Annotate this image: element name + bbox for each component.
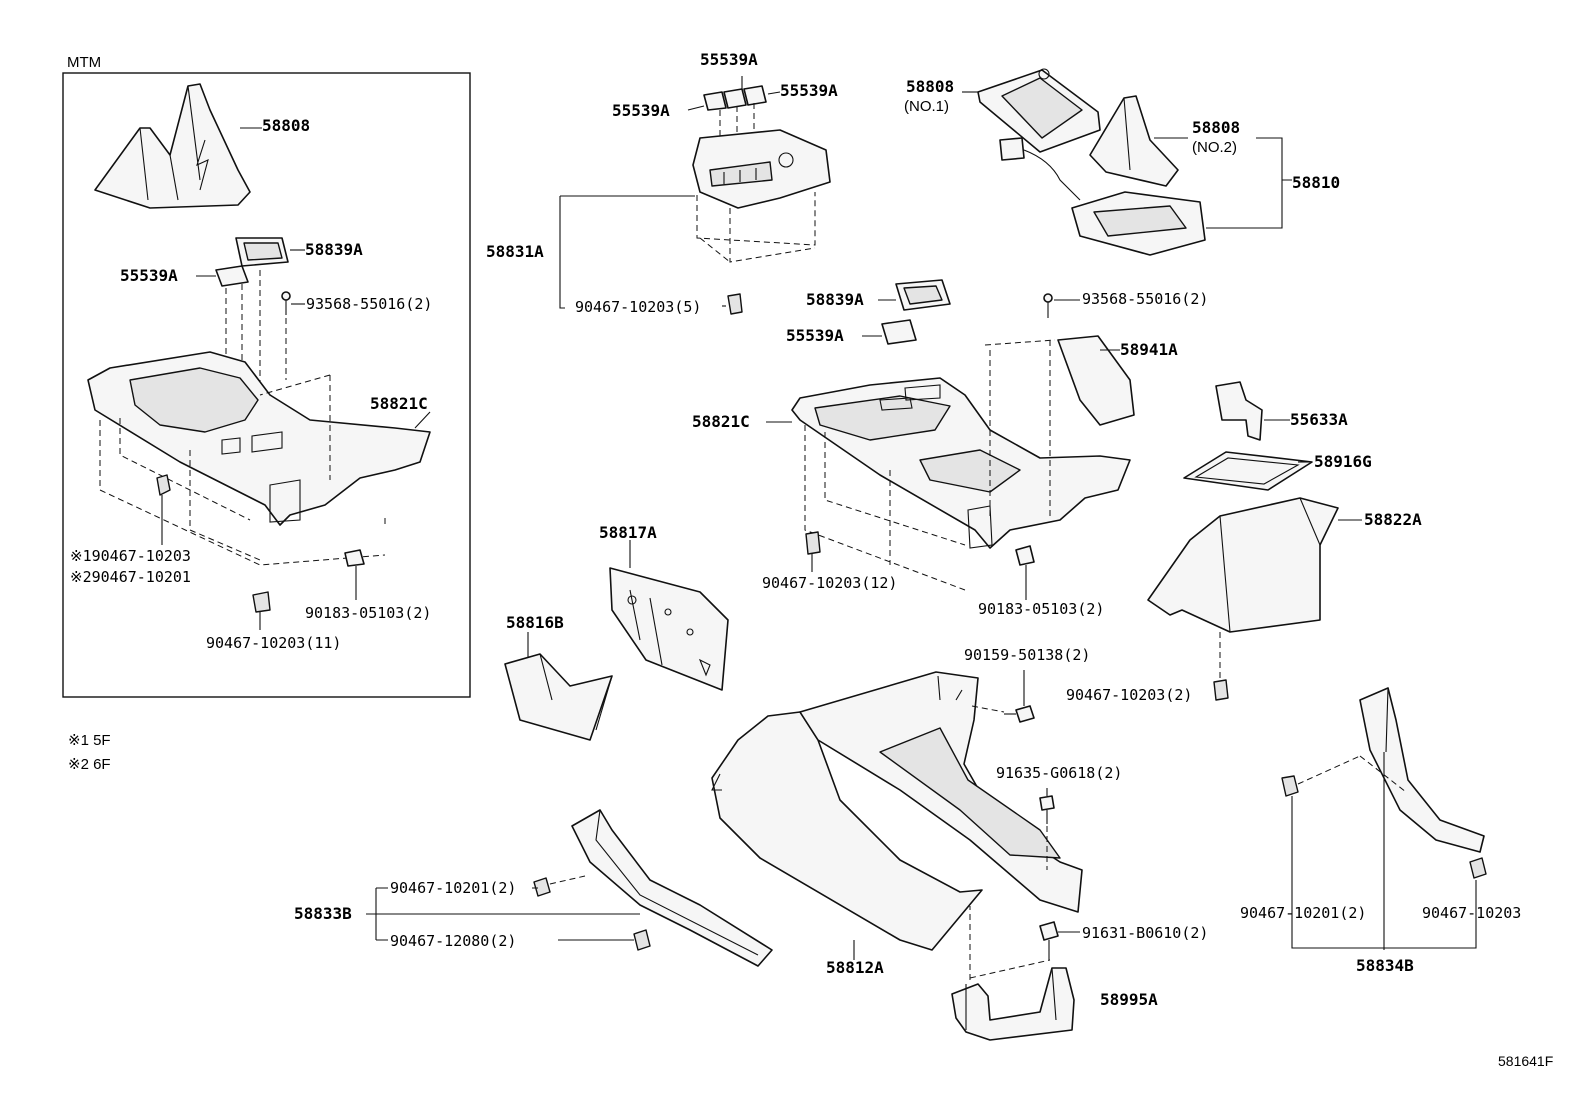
label-no1: (NO.1) <box>904 98 949 115</box>
cover-55539A <box>881 319 917 345</box>
bolt-90159 <box>1004 705 1035 723</box>
inset-shift-boot-58808 <box>94 83 251 209</box>
label-58816B: 58816B <box>506 613 564 632</box>
bolt-91635 <box>1039 795 1055 824</box>
label-58833B: 58833B <box>294 904 352 923</box>
label-91635: 91635-G0618(2) <box>996 764 1123 782</box>
label-90467-12080: 90467-12080(2) <box>390 932 517 950</box>
label-90159: 90159-50138(2) <box>964 646 1091 664</box>
label-58839A: 58839A <box>806 290 864 309</box>
label-55539A-inset: 55539A <box>120 266 178 285</box>
panel-58816B <box>504 653 613 741</box>
clip-90467-10201-right <box>1281 775 1299 797</box>
label-58817A: 58817A <box>599 523 657 542</box>
footnote-2: ※2 6F <box>68 756 111 773</box>
label-90467-12: 90467-10203(12) <box>762 574 898 592</box>
label-93568-inset: 93568-55016(2) <box>306 295 433 313</box>
label-note1-90467-10203: ※190467-10203 <box>70 547 191 565</box>
label-note2-90467-10201: ※290467-10201 <box>70 568 191 586</box>
bracket-58995A <box>951 967 1075 1041</box>
harness-connector <box>999 137 1081 201</box>
label-58808-inset: 58808 <box>262 116 311 135</box>
nut-90183 <box>1015 545 1035 566</box>
console-58821C <box>791 377 1131 549</box>
label-58808-no1: 58808 <box>906 77 955 96</box>
armrest-pad-58941A <box>1057 335 1135 426</box>
label-90183-inset: 90183-05103(2) <box>305 604 432 622</box>
label-no2: (NO.2) <box>1192 139 1237 156</box>
inset-title: MTM <box>67 54 102 71</box>
bracket-55633A <box>1215 381 1263 441</box>
label-58839A-inset: 58839A <box>305 240 363 259</box>
clip-90467-5 <box>727 293 743 315</box>
trim-58833B <box>571 809 773 967</box>
inset-bezel-58839A <box>235 237 289 267</box>
console-panel-58831A <box>692 129 831 209</box>
label-91631: 91631-B0610(2) <box>1082 924 1209 942</box>
label-90467-10201-right: 90467-10201(2) <box>1240 904 1367 922</box>
diagram-code: 581641F <box>1498 1053 1554 1069</box>
screw-93568 <box>1043 293 1053 318</box>
label-58808-no2: 58808 <box>1192 118 1241 137</box>
label-90467-11-inset: 90467-10203(11) <box>206 634 342 652</box>
mtm-inset-frame <box>62 72 471 698</box>
label-58821C-inset: 58821C <box>370 394 428 413</box>
footnote-1: ※1 5F <box>68 732 111 749</box>
label-58821C: 58821C <box>692 412 750 431</box>
mat-58916G <box>1183 451 1313 491</box>
label-58916G: 58916G <box>1314 452 1372 471</box>
inset-screw-93568 <box>281 291 291 315</box>
label-90183: 90183-05103(2) <box>978 600 1105 618</box>
bezel-58839A <box>895 279 951 311</box>
inset-nut-90183 <box>344 549 365 600</box>
trim-58834B <box>1359 687 1485 853</box>
label-90467-10203-right: 90467-10203 <box>1422 904 1522 922</box>
label-55539A-left: 55539A <box>612 101 670 120</box>
label-90467-10201: 90467-10201(2) <box>390 879 517 897</box>
panel-58817A <box>609 567 729 691</box>
inset-cover-55539A <box>215 265 249 287</box>
shift-bezel-58810 <box>1071 191 1206 256</box>
console-body-58812A <box>711 671 1083 951</box>
label-58995A: 58995A <box>1100 990 1158 1009</box>
inset-clip-90467-11 <box>252 591 271 630</box>
label-90467-2: 90467-10203(2) <box>1066 686 1193 704</box>
label-58834B: 58834B <box>1356 956 1414 975</box>
switches-55539A <box>703 85 767 111</box>
inset-clip-90467 <box>156 474 171 545</box>
label-55539A-mid: 55539A <box>786 326 844 345</box>
label-55539A-top: 55539A <box>700 50 758 69</box>
bolt-91631 <box>1039 921 1059 960</box>
clip-90467-12 <box>805 531 821 555</box>
shift-boot-58808-no2 <box>1089 95 1179 187</box>
clip-90467-10203-right <box>1469 857 1487 879</box>
label-55539A-right: 55539A <box>780 81 838 100</box>
label-58831A: 58831A <box>486 242 544 261</box>
inset-console-58821C <box>87 351 431 526</box>
label-58812A: 58812A <box>826 958 884 977</box>
shift-boot-58808-no1 <box>977 68 1101 153</box>
label-55633A: 55633A <box>1290 410 1348 429</box>
label-90467-5: 90467-10203(5) <box>575 298 702 316</box>
label-58941A: 58941A <box>1120 340 1178 359</box>
clip-90467-10201 <box>533 877 551 897</box>
clip-90467-12080 <box>633 929 651 951</box>
label-58810: 58810 <box>1292 173 1341 192</box>
label-93568: 93568-55016(2) <box>1082 290 1209 308</box>
console-box-58822A <box>1147 497 1339 633</box>
clip-90467-2 <box>1213 679 1229 701</box>
label-58822A: 58822A <box>1364 510 1422 529</box>
